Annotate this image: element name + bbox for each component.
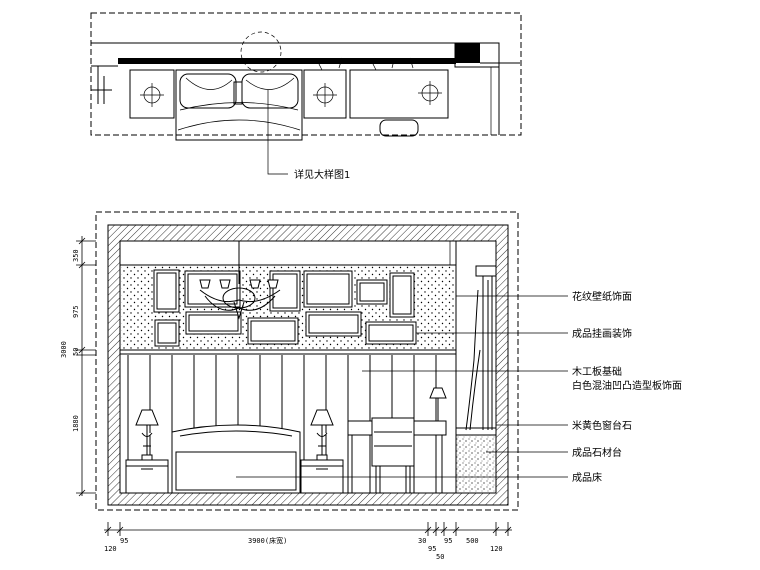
plan-column (455, 43, 480, 63)
dim-bottom-7: 500 (466, 537, 479, 545)
nightstand-right-elevation (300, 409, 344, 494)
bed-elevation (171, 424, 301, 494)
dim-bottom-8: 120 (490, 545, 503, 553)
dim-left-total: 3000 (60, 341, 68, 358)
label-frames: 成品挂画装饰 (572, 327, 632, 340)
plan-bed (175, 69, 303, 141)
dim-bottom-5: 50 (436, 553, 444, 561)
left-dimensions (76, 236, 96, 497)
dim-bottom-0: 95 (120, 537, 128, 545)
window-curtain (465, 265, 497, 431)
plan-callout-leader (267, 90, 288, 175)
label-wallcovering: 花纹壁纸饰面 (572, 290, 632, 303)
picture-frames (153, 269, 417, 347)
label-planter: 成品石材台 (572, 446, 622, 459)
dim-bottom-6: 95 (444, 537, 452, 545)
dim-bottom-2: 3900(床宽) (248, 536, 287, 545)
dim-left-3: 1880 (72, 415, 80, 432)
label-sill: 米黄色窗台石 (572, 419, 632, 432)
dim-left-0: 350 (72, 249, 80, 262)
plan-wall-fill (118, 58, 456, 64)
elevation-view: 花纹壁纸饰面 成品挂画装饰 木工板基础 白色混油凹凸造型板饰面 米黄色窗台石 成… (60, 211, 682, 561)
plan-column-outline (454, 42, 500, 68)
plan-nightstand-right (303, 69, 347, 119)
window-sill-stone (455, 427, 497, 436)
plan-dashed-boundary (90, 12, 522, 136)
label-bed: 成品床 (572, 471, 602, 484)
plan-desk (349, 69, 449, 137)
plan-nightstand-left (129, 69, 175, 119)
plan-detail-circle (240, 31, 282, 73)
plan-wall-marks (317, 57, 414, 71)
label-panel-line2: 白色混油凹凸造型板饰面 (572, 379, 682, 392)
leader-lines (236, 295, 568, 478)
stone-planter (455, 434, 497, 494)
plan-view: 详见大样图1 (90, 12, 522, 181)
label-panel-line1: 木工板基础 (572, 365, 622, 378)
bottom-dimensions (104, 522, 512, 536)
plan-chair (379, 119, 419, 137)
dim-bottom-3: 30 (418, 537, 426, 545)
dim-bottom-4: 95 (428, 545, 436, 553)
dim-left-1: 975 (72, 305, 80, 318)
nightstand-left-elevation (125, 409, 169, 494)
elevation-dashed-boundary (95, 211, 519, 511)
plan-callout-text: 详见大样图1 (294, 168, 350, 181)
dim-left-2: 50 (72, 348, 80, 356)
dim-bottom-1: 120 (104, 545, 117, 553)
desk-elevation (347, 387, 447, 494)
chandelier (199, 241, 281, 320)
